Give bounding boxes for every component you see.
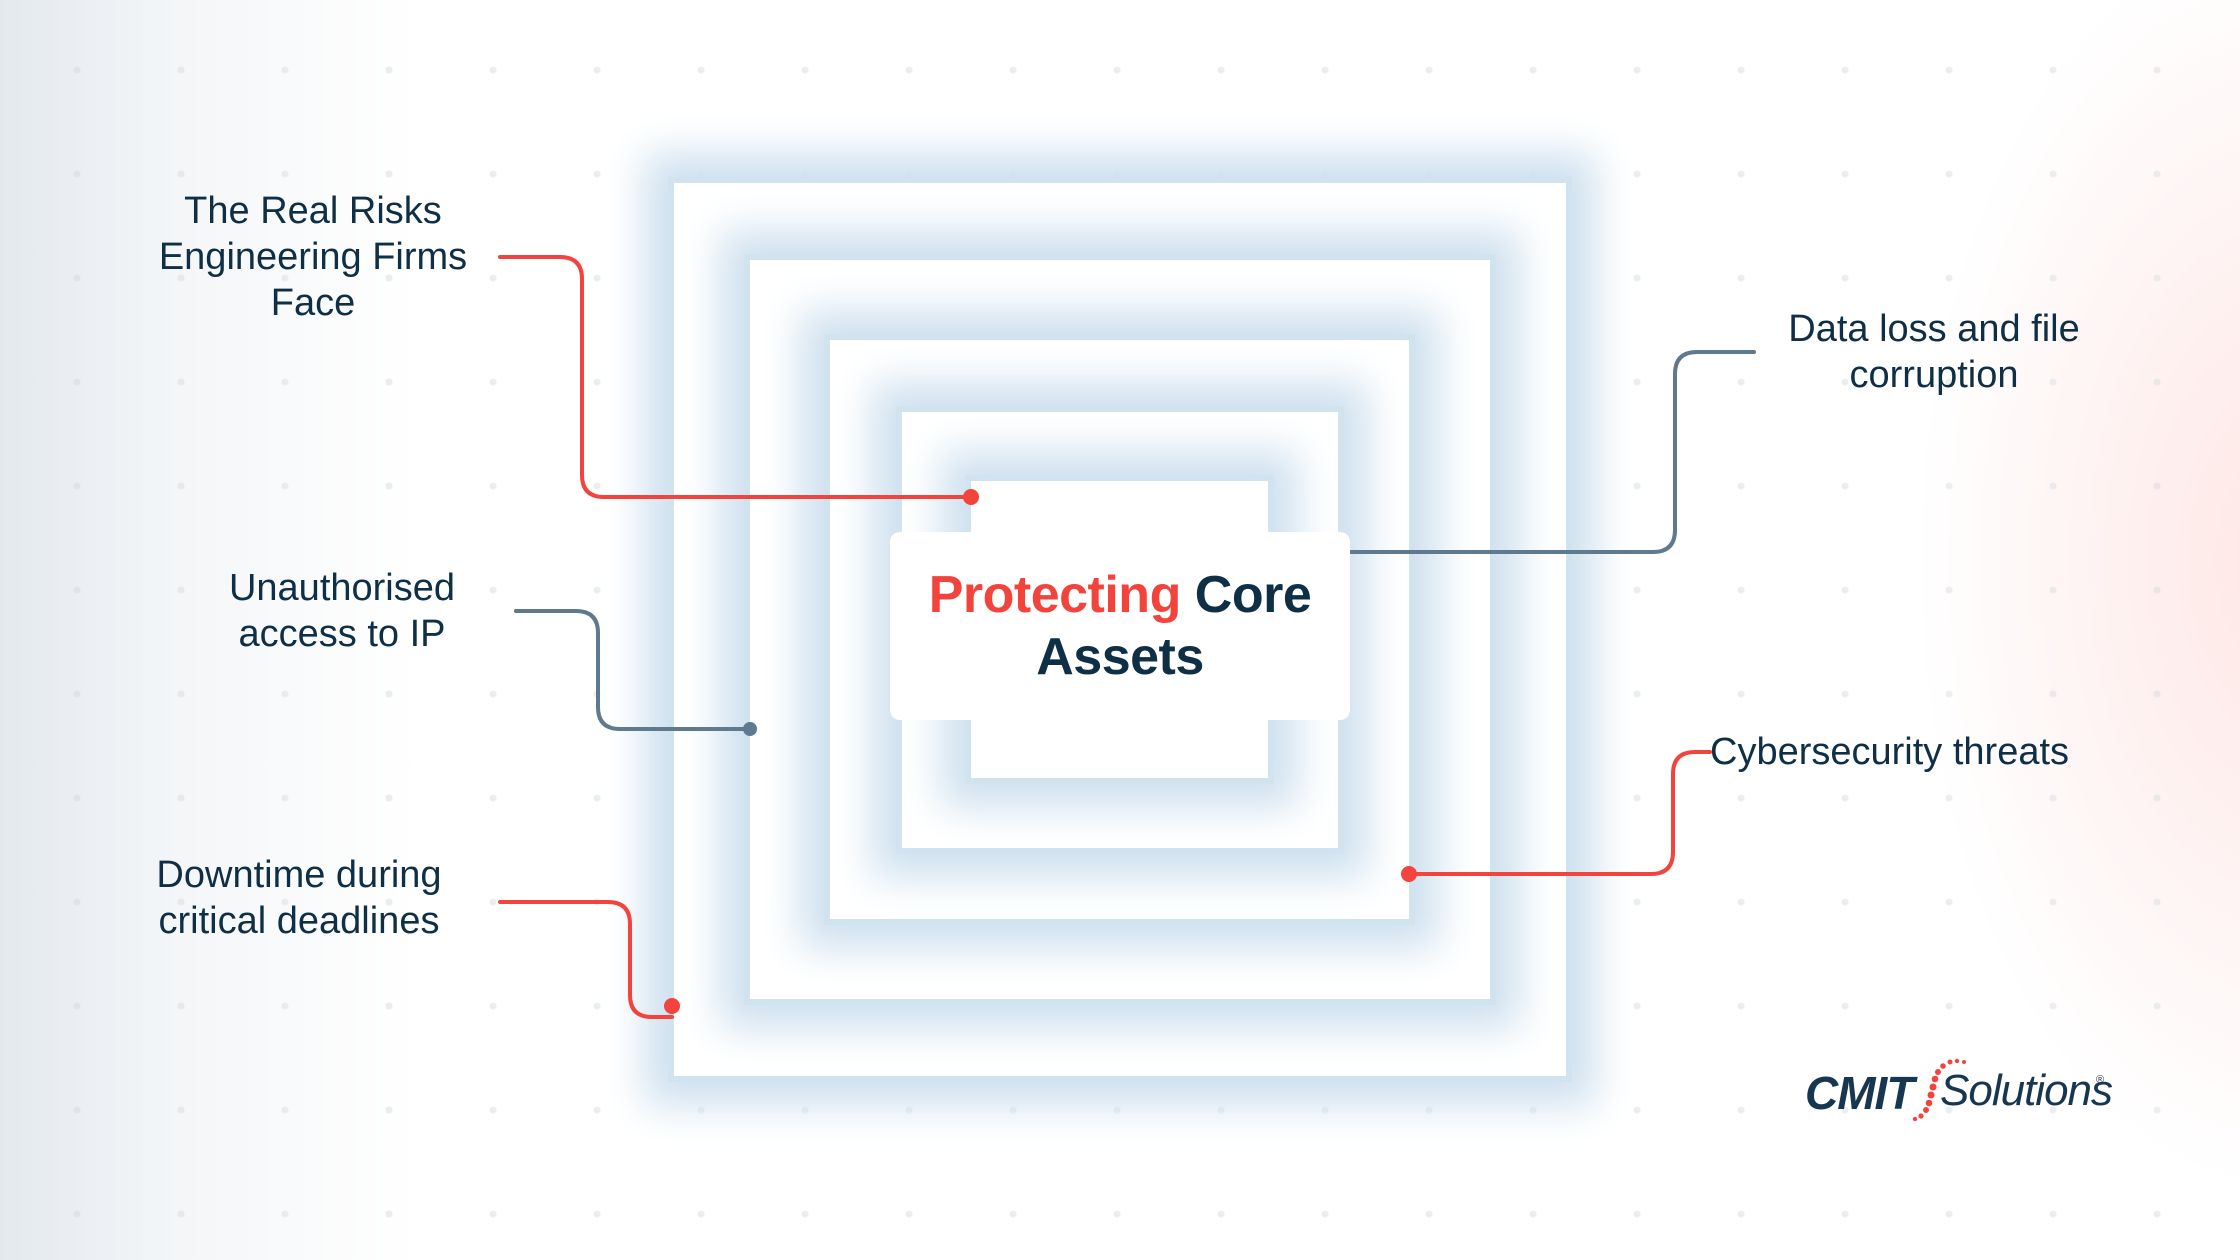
label-top-left: The Real Risks Engineering Firms Face xyxy=(125,188,501,326)
connector-dot-bottom-left xyxy=(664,998,680,1014)
logo-word-solutions: Solutions xyxy=(1940,1066,2113,1115)
logo-dotted-swoosh-icon xyxy=(1912,1058,1966,1122)
connector-dot-top-left xyxy=(963,489,979,505)
center-title-line1: Protecting Core xyxy=(929,564,1312,626)
label-line: Unauthorised xyxy=(228,567,456,609)
label-mid-left: Unauthorised access to IP xyxy=(182,565,502,657)
connector-top-right xyxy=(1348,350,1756,554)
label-line: corruption xyxy=(1849,354,2019,396)
logo-registered-mark: ® xyxy=(2096,1074,2105,1086)
label-line: Engineering Firms xyxy=(158,236,468,278)
connector-dot-mid-right xyxy=(1401,866,1417,882)
center-title-accent: Protecting xyxy=(928,566,1182,624)
label-line: access to IP xyxy=(238,613,446,655)
label-line: Face xyxy=(270,282,356,324)
label-line: The Real Risks xyxy=(184,190,442,232)
label-top-right: Data loss and file corruption xyxy=(1754,306,2114,398)
center-card: Protecting Core Assets xyxy=(890,532,1350,720)
label-line: critical deadlines xyxy=(158,900,440,942)
label-bottom-left: Downtime during critical deadlines xyxy=(119,852,479,944)
connector-mid-left xyxy=(514,609,752,731)
center-title-rest: Core xyxy=(1194,566,1312,624)
label-mid-right: Cybersecurity threats xyxy=(1710,729,2069,775)
connector-mid-right xyxy=(1407,750,1712,876)
cmit-solutions-logo: CMIT Solutions ® xyxy=(1800,1058,2113,1134)
connector-top-left xyxy=(498,255,973,499)
label-line: Cybersecurity threats xyxy=(1710,731,2070,773)
connector-dot-mid-left xyxy=(743,722,757,736)
connector-bottom-left xyxy=(498,900,674,1019)
label-line: Downtime during xyxy=(156,854,442,896)
label-line: Data loss and file xyxy=(1788,308,2080,350)
center-title-line2: Assets xyxy=(1036,628,1204,686)
logo-word-cmit: CMIT xyxy=(1805,1067,1914,1119)
